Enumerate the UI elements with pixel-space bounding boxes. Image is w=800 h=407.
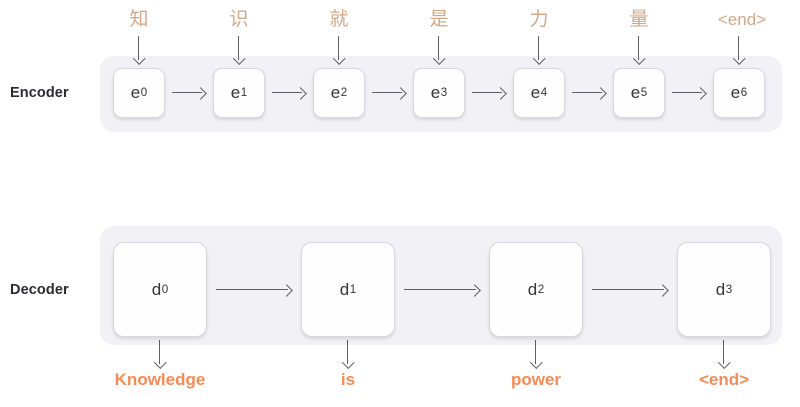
decoder-flow-arrow-2	[592, 283, 669, 297]
decoder-flow-arrow-0	[216, 283, 293, 297]
decoder-cell-3-base: d	[715, 279, 726, 299]
decoder-cell-1-subscript: 1	[349, 283, 357, 296]
encoder-cell-3-base: e	[430, 83, 441, 102]
decoder-output-arrow-0	[154, 340, 167, 369]
decoder-flow-arrow-1	[404, 283, 481, 297]
decoder-cell-0-subscript: 0	[161, 283, 169, 296]
encoder-cell-5-subscript: 5	[640, 87, 648, 99]
decoder-output-token-2: power	[510, 370, 562, 389]
encoder-input-token-1: 识	[229, 9, 249, 30]
encoder-cell-4-subscript: 4	[540, 87, 548, 99]
encoder-cell-2-subscript: 2	[340, 87, 348, 99]
encoder-cell-6-subscript: 6	[740, 87, 748, 99]
decoder-output-token-1: is	[340, 370, 356, 389]
encoder-input-token-3: 是	[429, 9, 449, 30]
encoder-flow-arrow-4	[572, 86, 607, 100]
encoder-input-arrow-4	[533, 36, 546, 65]
decoder-output-token-3: <end>	[698, 370, 750, 389]
encoder-input-token-0: 知	[129, 9, 149, 30]
encoder-input-arrow-6	[733, 36, 746, 65]
decoder-cell-3-subscript: 3	[725, 283, 733, 296]
encoder-flow-arrow-3	[472, 86, 507, 100]
encoder-cell-3-subscript: 3	[440, 87, 448, 99]
encoder-flow-arrow-5	[672, 86, 707, 100]
decoder-cell-2-subscript: 2	[537, 283, 545, 296]
encoder-row-label: Encoder	[10, 85, 69, 101]
decoder-output-token-0: Knowledge	[114, 370, 206, 389]
decoder-cell-2-base: d	[527, 279, 538, 299]
encoder-input-arrow-1	[233, 36, 246, 65]
encoder-flow-arrow-0	[172, 86, 207, 100]
encoder-input-token-6: <end>	[717, 10, 767, 29]
encoder-cell-0-subscript: 0	[140, 87, 148, 99]
encoder-input-token-4: 力	[529, 9, 549, 30]
encoder-input-arrow-5	[633, 36, 646, 65]
encoder-cell-5-base: e	[630, 83, 641, 102]
encoder-cell-1-base: e	[230, 83, 241, 102]
encoder-input-token-2: 就	[329, 9, 349, 30]
encoder-input-arrow-3	[433, 36, 446, 65]
encoder-cell-4-base: e	[530, 83, 541, 102]
encoder-input-token-5: 量	[629, 9, 649, 30]
decoder-output-arrow-3	[718, 340, 731, 369]
encoder-input-arrow-2	[333, 36, 346, 65]
encoder-cell-1-subscript: 1	[240, 87, 248, 99]
decoder-output-arrow-1	[342, 340, 355, 369]
decoder-row-label: Decoder	[10, 282, 69, 298]
decoder-output-arrow-2	[530, 340, 543, 369]
encoder-flow-arrow-2	[372, 86, 407, 100]
decoder-band	[100, 226, 782, 345]
encoder-cell-2-base: e	[330, 83, 341, 102]
encoder-cell-0-base: e	[130, 83, 141, 102]
encoder-cell-6-base: e	[730, 83, 741, 102]
encoder-flow-arrow-1	[272, 86, 307, 100]
decoder-cell-1-base: d	[339, 279, 350, 299]
encoder-input-arrow-0	[133, 36, 146, 65]
decoder-cell-0-base: d	[151, 279, 162, 299]
